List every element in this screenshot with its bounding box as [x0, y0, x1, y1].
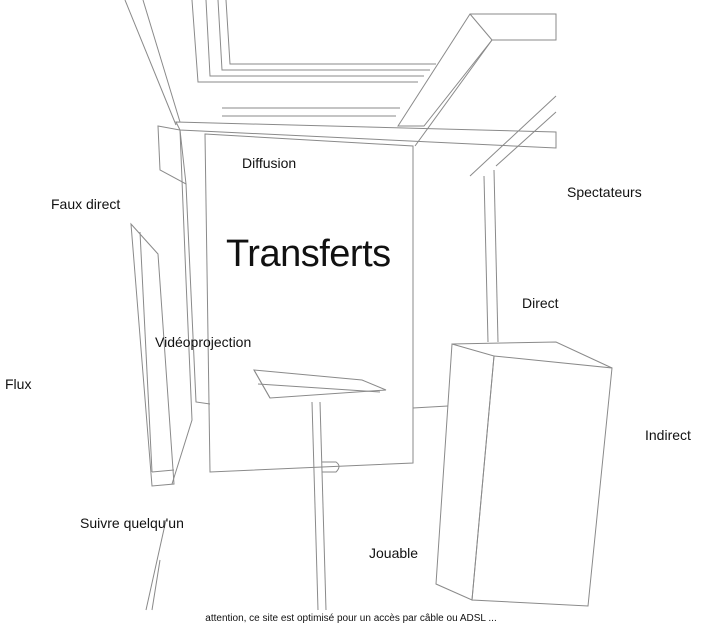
cabinet-side — [471, 355, 613, 607]
right-pipe-2 — [493, 169, 499, 343]
left-door-edge — [139, 231, 153, 473]
table-top — [253, 369, 387, 399]
connection-notice: attention, ce site est optimisé pour un … — [205, 613, 497, 624]
table-knob — [322, 461, 340, 473]
ceiling-beam-edge — [469, 13, 493, 41]
beam-diagonal-2 — [495, 111, 557, 167]
nav-link-videoprojection[interactable]: Vidéoprojection — [155, 334, 252, 350]
wall-baseline-right — [412, 405, 449, 409]
title-link-transferts[interactable]: Transferts — [226, 233, 391, 275]
left-column — [171, 129, 193, 485]
left-door-panel — [130, 222, 175, 487]
floor-line-left-2 — [151, 559, 161, 611]
beam-diagonal-1 — [469, 95, 557, 177]
table-pedestal-left — [311, 401, 319, 611]
window-frame-inner-2 — [225, 0, 436, 65]
ceiling-edge-left — [124, 0, 177, 126]
table-pedestal-right — [319, 401, 327, 611]
floor-line-left — [145, 519, 167, 611]
left-door-base — [151, 469, 175, 473]
nav-link-jouable[interactable]: Jouable — [369, 545, 419, 561]
nav-link-flux[interactable]: Flux — [5, 376, 32, 392]
nav-link-spectateurs[interactable]: Spectateurs — [567, 184, 642, 200]
nav-link-diffusion[interactable]: Diffusion — [242, 155, 297, 171]
nav-link-suivre-quelquun[interactable]: Suivre quelqu'un — [80, 515, 184, 531]
ceiling-edge-left-2 — [142, 0, 181, 123]
right-pipe — [483, 175, 489, 343]
table-edge-inner — [257, 383, 381, 393]
nav-link-direct[interactable]: Direct — [522, 295, 559, 311]
nav-link-faux-direct[interactable]: Faux direct — [51, 196, 121, 212]
window-frame-outer — [191, 0, 418, 83]
cabinet-front — [435, 343, 495, 601]
projection-screen — [204, 133, 414, 473]
cabinet-top — [451, 341, 613, 369]
left-column-inner — [185, 183, 211, 405]
window-frame-inner — [217, 0, 430, 71]
nav-link-indirect[interactable]: Indirect — [645, 427, 691, 443]
window-frame-mid — [205, 0, 424, 77]
ceiling-rail — [175, 121, 557, 149]
